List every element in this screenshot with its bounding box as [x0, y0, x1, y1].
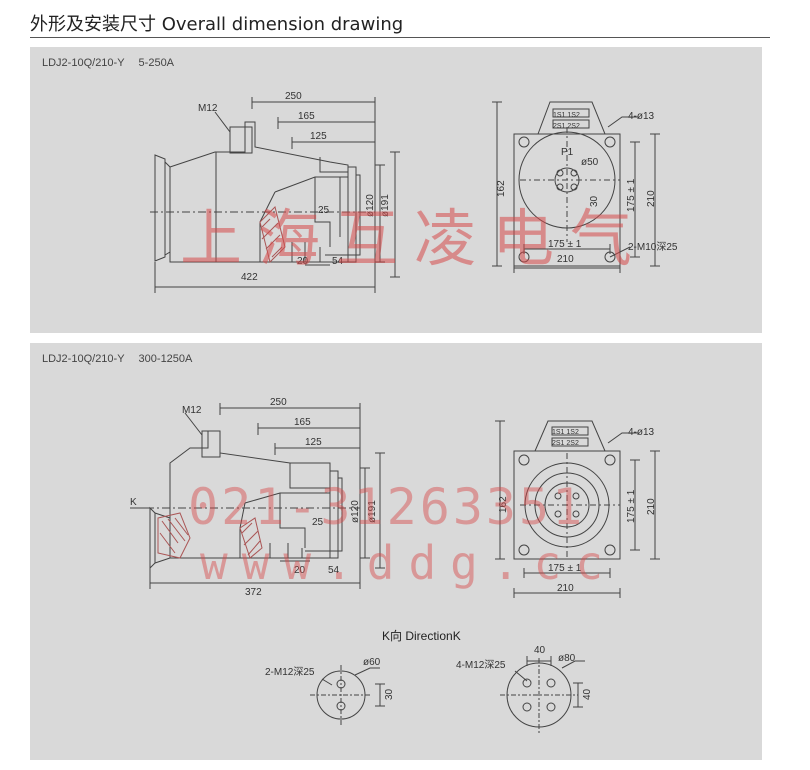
- label-holes: 4-ø13: [628, 427, 655, 438]
- dim-20: 20: [297, 256, 309, 267]
- dim-250: 250: [270, 397, 287, 408]
- drawing-panel-5-250a: LDJ2-10Q/210-Y 5-250A: [30, 47, 762, 333]
- dim-dia120: ø120: [350, 500, 361, 523]
- dim-dia191: ø191: [367, 500, 378, 523]
- current-range: 5-250A: [138, 57, 175, 69]
- dim-125: 125: [310, 131, 327, 142]
- k-right-screws: 4-M12深25: [456, 659, 506, 671]
- model-label: LDJ2-10Q/210-Y 5-250A: [42, 57, 174, 69]
- page-title: 外形及安装尺寸 Overall dimension drawing: [30, 14, 404, 35]
- dim-54: 54: [332, 256, 344, 267]
- terminal-bottom: 2S1 2S2: [552, 440, 579, 447]
- side-view-drawing: M12 250 165 125 25 20 54 422 ø120 ø191: [150, 91, 400, 293]
- label-thread: M12: [198, 103, 218, 114]
- current-range: 300-1250A: [138, 353, 193, 365]
- front-view-drawing: 4-ø13 1S1 1S2 2S1 2S2 162 175 ± 1 210 17…: [495, 420, 660, 598]
- k-right-40a: 40: [534, 645, 546, 656]
- model-name: LDJ2-10Q/210-Y: [42, 57, 125, 69]
- k-right-dia: ø80: [558, 653, 576, 664]
- drawing-panel-300-1250a: LDJ2-10Q/210-Y 300-1250A: [30, 343, 762, 760]
- dim-length: 372: [245, 587, 262, 598]
- dim-210-vertical: 210: [646, 498, 657, 515]
- label-holes: 4-ø13: [628, 111, 655, 122]
- dim-210-horizontal: 210: [557, 583, 574, 594]
- dim-175-vertical: 175 ± 1: [626, 489, 637, 523]
- k-direction-label: K向 DirectionK: [382, 629, 461, 643]
- dim-54: 54: [328, 565, 340, 576]
- dim-250: 250: [285, 91, 302, 102]
- label-screws: 2-M10深25: [628, 241, 678, 253]
- k-left-screws: 2-M12深25: [265, 666, 315, 678]
- terminal-bottom: 2S1 2S2: [553, 123, 580, 130]
- model-name: LDJ2-10Q/210-Y: [42, 353, 125, 365]
- model-label: LDJ2-10Q/210-Y 300-1250A: [42, 353, 192, 365]
- dim-210-vertical: 210: [646, 190, 657, 207]
- dim-175-vertical: 175 ± 1: [626, 178, 637, 212]
- dim-length: 422: [241, 272, 258, 283]
- dim-125: 125: [305, 437, 322, 448]
- terminal-top: 1S1 1S2: [552, 429, 579, 436]
- title-divider: [30, 37, 770, 38]
- side-view-drawing: K M12 250 165 125 25 20 54 372 ø120 ø191: [130, 397, 385, 598]
- dim-dia120: ø120: [365, 194, 376, 217]
- front-view-drawing: 4-ø13 1S1 1S2 2S1 2S2 P1 ø50 162 30 175 …: [492, 101, 678, 273]
- dim-210-horizontal: 210: [557, 254, 574, 265]
- label-p1: P1: [561, 147, 574, 158]
- k-mark: K: [130, 497, 137, 508]
- dim-20: 20: [294, 565, 306, 576]
- dim-175-horizontal: 175 ± 1: [548, 563, 582, 574]
- dim-162: 162: [496, 180, 507, 197]
- k-direction-views: 2-M12深25 ø60 30 4-M12深25 40 ø80 40: [265, 645, 593, 733]
- dim-165: 165: [294, 417, 311, 428]
- dim-175-horizontal: 175 ± 1: [548, 239, 582, 250]
- dim-162: 162: [498, 496, 509, 513]
- dim-25: 25: [318, 205, 330, 216]
- k-right-40b: 40: [582, 688, 593, 700]
- k-left-30: 30: [384, 688, 395, 700]
- dim-30: 30: [589, 195, 600, 207]
- terminal-top: 1S1 1S2: [553, 112, 580, 119]
- dim-dia191: ø191: [380, 194, 391, 217]
- label-thread: M12: [182, 405, 202, 416]
- dim-dia50: ø50: [581, 157, 599, 168]
- k-left-dia: ø60: [363, 657, 381, 668]
- dim-165: 165: [298, 111, 315, 122]
- dim-25: 25: [312, 517, 324, 528]
